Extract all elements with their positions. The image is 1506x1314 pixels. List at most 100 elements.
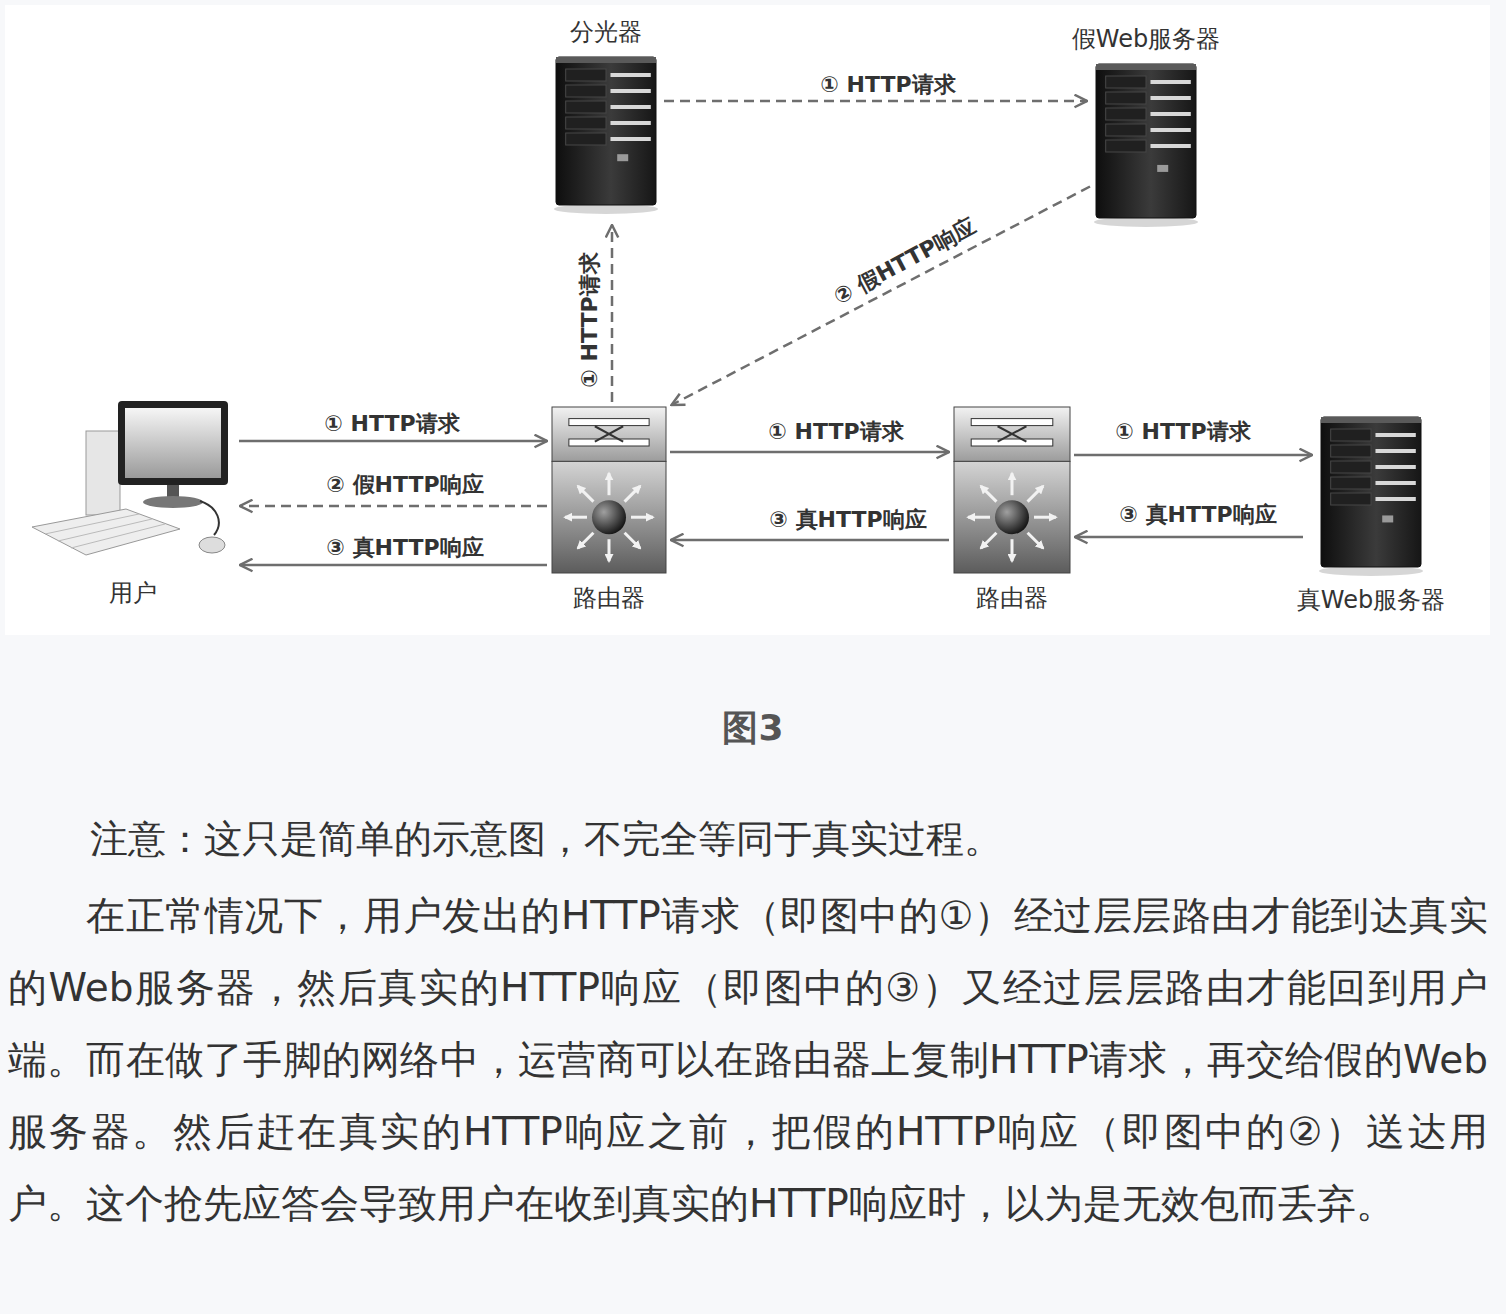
server-body	[1096, 64, 1196, 218]
edge-label: ③ 真HTTP响应	[766, 507, 929, 533]
router-bar	[971, 419, 1053, 426]
server-bay-light	[1375, 465, 1415, 469]
pc-key-row	[71, 524, 165, 548]
router-arrow	[1034, 516, 1056, 519]
edge-label: ③ 真HTTP响应	[1116, 502, 1279, 528]
server-logo	[1157, 165, 1168, 172]
router-arrow	[608, 539, 611, 561]
figure-note: 注意：这只是简单的示意图，不完全等同于真实过程。	[90, 815, 1490, 864]
router-front	[954, 461, 1070, 573]
flow-arrow	[1075, 536, 1303, 539]
server-body	[556, 57, 656, 205]
server-bay	[566, 85, 606, 97]
edge-label: ① HTTP请求	[1112, 419, 1253, 445]
node-layer: 分光器假Web服务器用户路由器路由器真Web服务器	[0, 0, 1506, 660]
server-icon	[1090, 62, 1202, 228]
router-top	[552, 407, 666, 461]
server-logo	[1382, 515, 1393, 522]
router-icon	[550, 405, 668, 575]
flow-arrow	[611, 225, 614, 402]
server-bay-light	[610, 121, 650, 125]
server-bay-light	[610, 105, 650, 109]
flow-arrow	[671, 539, 949, 542]
figure-caption: 图3	[0, 704, 1506, 753]
flow-arrow	[664, 100, 1087, 103]
router-cross	[595, 426, 623, 441]
router-bar	[569, 419, 649, 426]
router-node: 路由器	[952, 405, 1072, 575]
server-bay	[1106, 124, 1146, 136]
diagram-panel	[5, 5, 1490, 635]
edge-label: ② 假HTTP响应	[827, 212, 984, 312]
router-arrow	[625, 486, 641, 502]
edge-label: ① HTTP请求	[321, 411, 462, 437]
server-node: 分光器	[550, 55, 662, 215]
server-bay-light	[1150, 96, 1190, 100]
server-top	[1321, 417, 1421, 423]
server-bay	[566, 117, 606, 129]
edge-label: ① HTTP请求	[817, 72, 958, 98]
server-icon	[1315, 415, 1427, 577]
server-bay	[1106, 92, 1146, 104]
node-label: 用户	[109, 580, 157, 608]
server-bay	[1331, 461, 1371, 473]
server-node: 真Web服务器	[1315, 415, 1427, 577]
diagram-stage: 分光器假Web服务器用户路由器路由器真Web服务器 ① HTTP请求② 假HTT…	[0, 0, 1506, 660]
edge-label: ① HTTP请求	[577, 249, 603, 390]
router-top	[954, 407, 1070, 461]
body-paragraph: 在正常情况下，用户发出的HTTP请求（即图中的①）经过层层路由才能到达真实的We…	[8, 880, 1488, 1240]
router-bar	[971, 439, 1053, 446]
edge-label: ③ 真HTTP响应	[323, 535, 486, 561]
edge-label: ② 假HTTP响应	[323, 472, 486, 498]
router-arrow	[1011, 539, 1014, 561]
router-arrow	[631, 516, 653, 519]
pc-key-row	[58, 519, 152, 541]
server-bay	[566, 133, 606, 145]
server-bay-light	[1150, 80, 1190, 84]
pc-screen	[125, 408, 221, 478]
router-arrow	[625, 533, 641, 549]
node-label: 路由器	[573, 585, 645, 613]
router-arrow	[981, 486, 997, 502]
server-logo	[617, 154, 628, 161]
router-arrow	[565, 516, 587, 519]
server-bay-light	[610, 73, 650, 77]
server-bay-light	[610, 89, 650, 93]
router-icon	[952, 405, 1072, 575]
router-arrow	[608, 473, 611, 495]
router-arrow	[578, 486, 594, 502]
router-arrow	[968, 516, 990, 519]
server-bay-light	[1375, 497, 1415, 501]
node-label: 真Web服务器	[1297, 587, 1445, 615]
pc-icon	[28, 395, 237, 570]
node-label: 假Web服务器	[1072, 26, 1220, 54]
pc-base	[143, 496, 203, 508]
router-front	[552, 461, 666, 573]
router-arrow	[1028, 486, 1044, 502]
server-bay	[1331, 429, 1371, 441]
server-top	[1096, 64, 1196, 70]
server-top	[556, 57, 656, 63]
router-cross	[998, 426, 1027, 441]
server-bay	[1331, 493, 1371, 505]
server-bay	[1106, 108, 1146, 120]
router-arrow	[1011, 473, 1014, 495]
router-arrow	[1028, 533, 1044, 549]
pc-cable	[200, 501, 219, 535]
pc-monitor	[118, 401, 228, 485]
flow-arrow	[1074, 454, 1312, 457]
router-cross	[998, 426, 1027, 441]
router-sphere	[592, 500, 626, 534]
pc-keyboard	[32, 509, 180, 555]
server-bay-light	[1375, 433, 1415, 437]
server-bay	[566, 101, 606, 113]
pc-key-row	[45, 514, 139, 534]
server-bay-light	[1375, 481, 1415, 485]
server-icon	[550, 55, 662, 215]
router-arrow	[578, 533, 594, 549]
edge-label-layer: ① HTTP请求 ② 假HTTP响应 ③ 真HTTP响应 ① HTTP请求 ① HTTP…	[0, 0, 1506, 660]
server-bay-light	[1150, 128, 1190, 132]
server-bay-light	[1375, 449, 1415, 453]
router-node: 路由器	[550, 405, 668, 575]
server-bay	[1331, 445, 1371, 457]
